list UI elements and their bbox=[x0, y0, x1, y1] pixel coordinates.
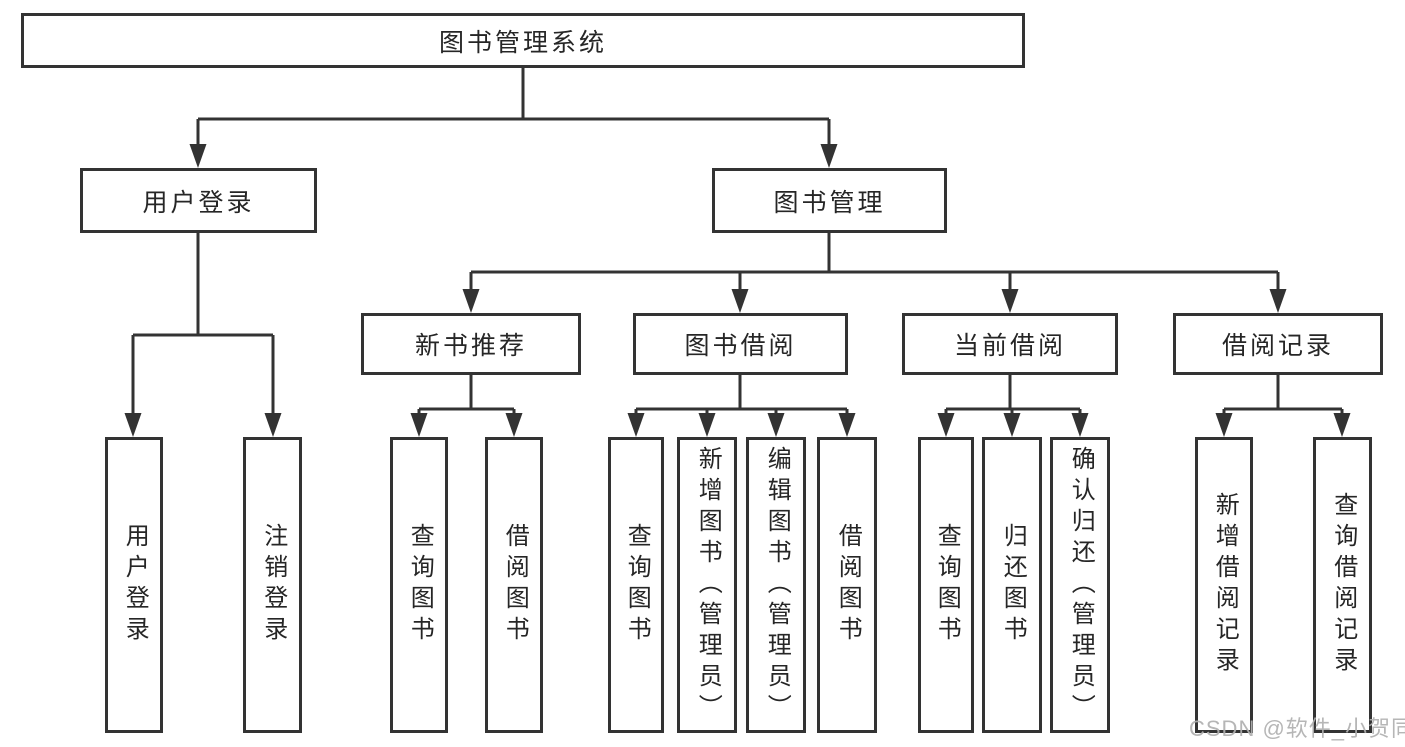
arrowhead bbox=[189, 144, 207, 168]
leaf-borrow-query: 查询图书 bbox=[608, 437, 664, 733]
arrowhead bbox=[264, 413, 282, 437]
leaf-newbook-query-label: 查询图书 bbox=[406, 523, 434, 647]
leaf-current-confirm-admin-label: 确认归还（管理员） bbox=[1067, 445, 1095, 725]
leaf-user-login: 用户登录 bbox=[105, 437, 163, 733]
arrowhead bbox=[1071, 413, 1089, 437]
arrowhead bbox=[698, 413, 716, 437]
connector-book-borrow-children bbox=[627, 375, 856, 437]
node-current-borrow-label: 当前借阅 bbox=[953, 332, 1066, 360]
connector-current-borrow-children bbox=[937, 375, 1089, 437]
leaf-borrow-add-admin-label: 新增图书（管理员） bbox=[694, 445, 722, 725]
connector-borrow-record-children bbox=[1215, 375, 1351, 437]
leaf-user-login-label: 用户登录 bbox=[121, 523, 149, 647]
arrowhead bbox=[1269, 289, 1287, 313]
node-book-borrow: 图书借阅 bbox=[633, 313, 848, 375]
leaf-logout-label: 注销登录 bbox=[259, 523, 287, 647]
leaf-borrow-borrow-label: 借阅图书 bbox=[834, 523, 862, 647]
node-root-label: 图书管理系统 bbox=[438, 28, 607, 57]
arrowhead bbox=[462, 289, 480, 313]
node-book-mgmt: 图书管理 bbox=[712, 168, 947, 233]
arrowhead bbox=[1215, 413, 1233, 437]
leaf-newbook-query: 查询图书 bbox=[390, 437, 448, 733]
leaf-newbook-borrow: 借阅图书 bbox=[485, 437, 543, 733]
arrowhead bbox=[731, 289, 749, 313]
leaf-current-confirm-admin: 确认归还（管理员） bbox=[1050, 437, 1110, 733]
arrowhead bbox=[505, 413, 523, 437]
node-borrow-record-label: 借阅记录 bbox=[1221, 332, 1334, 360]
node-borrow-record: 借阅记录 bbox=[1173, 313, 1383, 375]
leaf-record-add-label: 新增借阅记录 bbox=[1211, 492, 1239, 678]
arrowhead bbox=[1001, 289, 1019, 313]
leaf-borrow-query-label: 查询图书 bbox=[623, 523, 651, 647]
node-user-login: 用户登录 bbox=[80, 168, 317, 233]
connector-root-to-level2 bbox=[189, 68, 838, 168]
leaf-current-return: 归还图书 bbox=[982, 437, 1042, 733]
leaf-current-query: 查询图书 bbox=[918, 437, 974, 733]
arrowhead bbox=[820, 144, 838, 168]
node-new-book-recommend-label: 新书推荐 bbox=[414, 332, 527, 360]
leaf-record-query-label: 查询借阅记录 bbox=[1329, 492, 1357, 678]
leaf-record-query: 查询借阅记录 bbox=[1313, 437, 1372, 733]
node-new-book-recommend: 新书推荐 bbox=[361, 313, 581, 375]
leaf-newbook-borrow-label: 借阅图书 bbox=[501, 523, 529, 647]
arrowhead bbox=[838, 413, 856, 437]
leaf-borrow-borrow: 借阅图书 bbox=[817, 437, 877, 733]
node-current-borrow: 当前借阅 bbox=[902, 313, 1118, 375]
node-user-login-label: 用户登录 bbox=[142, 188, 255, 217]
connector-book-mgmt-children bbox=[462, 233, 1287, 313]
connector-user-login-children bbox=[124, 233, 282, 437]
arrowhead bbox=[937, 413, 955, 437]
leaf-borrow-edit-admin: 编辑图书（管理员） bbox=[746, 437, 806, 733]
leaf-borrow-edit-admin-label: 编辑图书（管理员） bbox=[763, 445, 791, 725]
node-root: 图书管理系统 bbox=[21, 13, 1025, 68]
leaf-record-add: 新增借阅记录 bbox=[1195, 437, 1253, 733]
csdn-watermark: CSDN @软件_小贺同学 bbox=[1189, 716, 1405, 741]
arrowhead bbox=[1333, 413, 1351, 437]
arrowhead bbox=[627, 413, 645, 437]
arrowhead bbox=[767, 413, 785, 437]
node-book-borrow-label: 图书借阅 bbox=[684, 332, 797, 360]
connector-new-book-children bbox=[410, 375, 523, 437]
node-book-mgmt-label: 图书管理 bbox=[773, 188, 886, 217]
arrowhead bbox=[1003, 413, 1021, 437]
leaf-current-query-label: 查询图书 bbox=[933, 523, 961, 647]
arrowhead bbox=[410, 413, 428, 437]
leaf-borrow-add-admin: 新增图书（管理员） bbox=[677, 437, 737, 733]
leaf-logout: 注销登录 bbox=[243, 437, 302, 733]
leaf-current-return-label: 归还图书 bbox=[999, 523, 1027, 647]
arrowhead bbox=[124, 413, 142, 437]
